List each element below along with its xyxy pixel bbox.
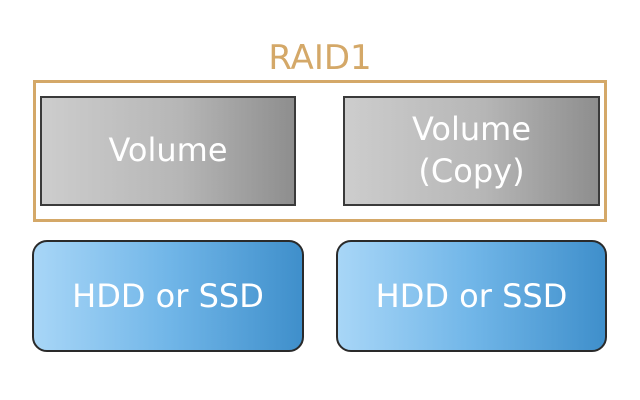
volume-box: Volume	[40, 96, 296, 206]
disk-label-right: HDD or SSD	[375, 277, 568, 315]
volume-copy-label: Volume	[411, 110, 531, 149]
raid-group-frame	[33, 80, 607, 222]
disk-label-left: HDD or SSD	[72, 277, 264, 315]
volume-copy-sublabel: (Copy)	[418, 152, 525, 190]
disk-box-right: HDD or SSD	[336, 240, 607, 352]
volume-copy-box: Volume (Copy)	[343, 96, 600, 206]
disk-box-left: HDD or SSD	[32, 240, 304, 352]
volume-label: Volume	[108, 131, 228, 170]
raid-title: RAID1	[268, 38, 372, 78]
